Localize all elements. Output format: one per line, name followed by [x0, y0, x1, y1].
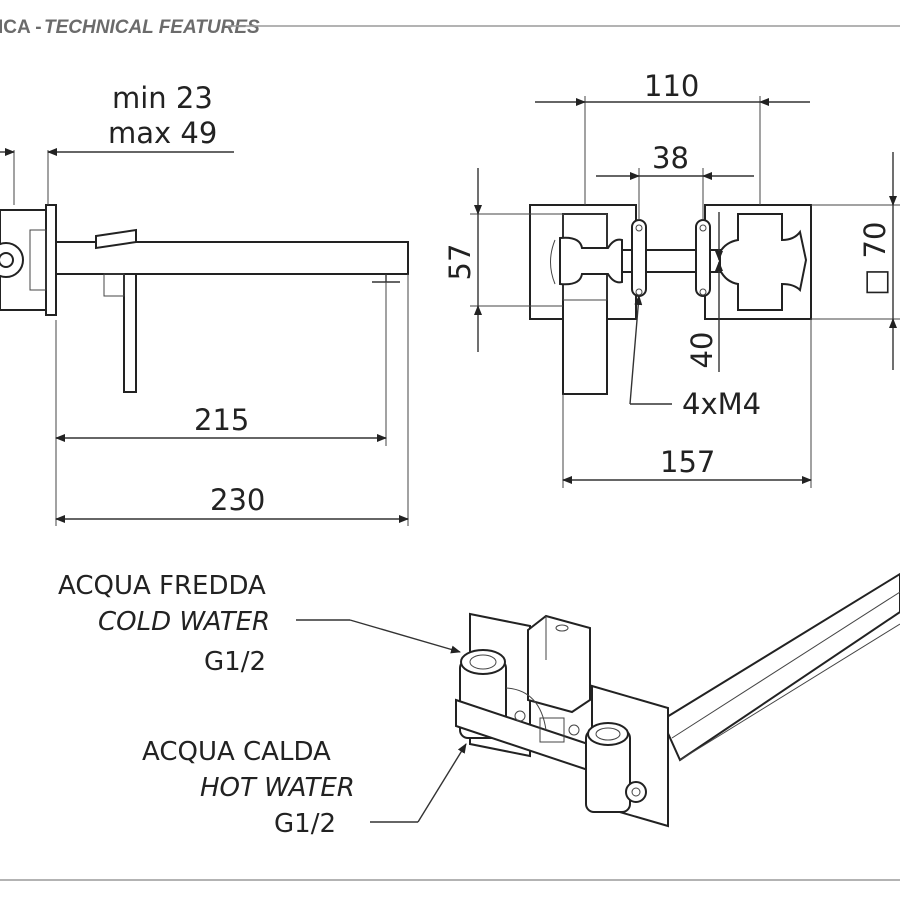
- side-lever: [123, 273, 137, 393]
- iso-cold-inlet-core: [469, 654, 497, 670]
- front-screw-3: [699, 224, 707, 232]
- dim-reach-min: min 23: [112, 81, 213, 115]
- dim-40: 40: [685, 332, 719, 369]
- side-view: min 23 max 49 215 230: [0, 81, 409, 526]
- side-handle-top: [95, 228, 137, 250]
- side-body-detail: [29, 229, 47, 291]
- header-title: TECHNICAL FEATURES: [44, 17, 260, 38]
- screws-leader-arrow: [629, 295, 643, 405]
- iso-screw-a: [514, 710, 526, 722]
- isometric-view: ACQUA FREDDA COLD WATER G1/2 ACQUA CALDA…: [58, 571, 900, 839]
- dim-215: 215: [194, 403, 249, 437]
- hot-leader-arrow: [417, 743, 467, 823]
- iso-hot-inlet-core: [595, 727, 621, 741]
- dim-230: 230: [210, 483, 265, 517]
- iso-screw-b: [568, 724, 580, 736]
- iso-side-port: [625, 781, 647, 803]
- dim-70: 70: [858, 222, 892, 259]
- front-valve-left-arc: [550, 239, 556, 285]
- dim-screws: 4xM4: [682, 387, 761, 421]
- iso-bracket: [539, 717, 565, 743]
- iso-side-port-core: [631, 787, 641, 797]
- dim-reach-max: max 49: [108, 116, 217, 150]
- cold-label-it: ACQUA FREDDA: [58, 571, 266, 601]
- iso-spout: [660, 572, 900, 762]
- cold-leader-arrow: [349, 619, 461, 654]
- iso-valve-curve: [505, 687, 547, 731]
- header-prefix: ICA -: [0, 17, 42, 38]
- dim-157: 157: [660, 445, 715, 479]
- side-spout: [55, 241, 409, 275]
- front-view: 110 38 57 70 □ 40 4xM4: [443, 69, 900, 488]
- iso-spout-edge: [671, 591, 900, 739]
- iso-spout-bottom: [679, 623, 900, 761]
- iso-hot-inlet: [587, 722, 629, 746]
- hot-label-en: HOT WATER: [200, 773, 355, 803]
- cold-label-size: G1/2: [204, 647, 266, 677]
- header: ICA - TECHNICAL FEATURES: [0, 17, 900, 38]
- dim-110: 110: [644, 69, 699, 103]
- iso-cold-inlet: [460, 649, 506, 675]
- side-wall-plate: [45, 204, 57, 316]
- front-screw-1: [635, 224, 643, 232]
- dim-38: 38: [652, 141, 689, 175]
- front-valve-right: [719, 213, 808, 311]
- front-valve-left: [559, 236, 623, 286]
- cold-label-en: COLD WATER: [98, 607, 270, 637]
- front-screw-2: [635, 288, 643, 296]
- hot-label-size: G1/2: [274, 809, 336, 839]
- front-screw-4: [699, 288, 707, 296]
- side-connector-core: [0, 252, 14, 268]
- hot-label-it: ACQUA CALDA: [142, 737, 331, 767]
- side-lever-base: [103, 273, 125, 297]
- iso-lever-hole: [555, 624, 569, 632]
- dim-57: 57: [443, 244, 477, 281]
- dim-70-square: □: [858, 268, 892, 295]
